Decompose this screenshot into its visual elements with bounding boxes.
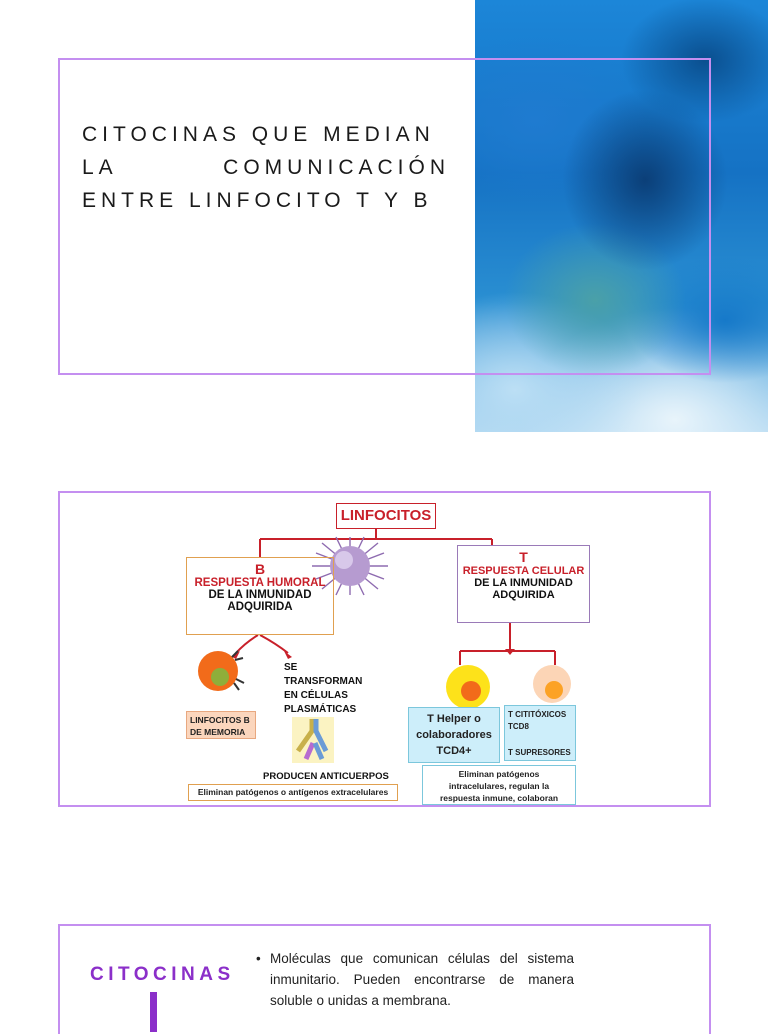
title-line-2: LA COMUNICACIÓN: [82, 151, 450, 184]
b-branch-box: B RESPUESTA HUMORAL DE LA INMUNIDAD ADQU…: [186, 557, 334, 635]
t-helper-cell-icon: [446, 665, 490, 709]
heading-accent-bar: [150, 992, 157, 1032]
title-line-2-a: LA: [82, 156, 118, 179]
b-transform-text: SE TRANSFORMAN EN CÉLULAS PLASMÁTICAS: [284, 661, 362, 717]
t-cyto-1: T CITITÓXICOS: [508, 710, 567, 719]
t-detail-2: ADQUIRIDA: [492, 589, 555, 601]
b-letter: B: [254, 561, 266, 577]
t-cyto-2: TCD8: [508, 722, 529, 731]
t-supp: T SUPRESORES: [508, 748, 571, 757]
b-cell-icon: [198, 650, 245, 691]
t-helper-box: T Helper o colaboradores TCD4+: [408, 707, 500, 763]
t-eliminate-2: intracelulares, regulan la: [448, 781, 550, 791]
b-transform-4: PLASMÁTICAS: [284, 704, 357, 715]
bullet-dot-icon: •: [256, 951, 261, 966]
b-subtitle: RESPUESTA HUMORAL: [194, 577, 326, 589]
title-frame: [58, 58, 711, 375]
b-eliminate-text: Eliminan patógenos o antígenos extracelu…: [197, 787, 389, 797]
b-transform-1: SE: [284, 662, 298, 673]
citocinas-frame: [58, 924, 711, 1034]
t-cytotoxic-box: T CITITÓXICOS TCD8 T SUPRESORES: [504, 705, 576, 761]
pathogen-icon: [312, 536, 388, 596]
b-detail-2: ADQUIRIDA: [227, 601, 293, 613]
t-detail-1: DE LA INMUNIDAD: [474, 577, 573, 589]
t-cytotoxic-cell-icon: [533, 665, 571, 703]
b-eliminate-box: Eliminan patógenos o antígenos extracelu…: [188, 784, 398, 801]
root-label: LINFOCITOS: [340, 507, 432, 524]
t-letter: T: [519, 549, 528, 565]
t-helper-2: colaboradores: [416, 729, 492, 741]
t-eliminate-box: Eliminan patógenos intracelulares, regul…: [422, 765, 576, 805]
watercolor-background: [475, 0, 768, 432]
b-memory-2: DE MEMORIA: [190, 727, 246, 737]
bullet-item: • Moléculas que comunican células del si…: [256, 948, 574, 1011]
b-memory-1: LINFOCITOS B: [190, 715, 250, 725]
b-detail-1: DE LA INMUNIDAD: [208, 589, 312, 601]
title-line-3: ENTRE LINFOCITO T Y B: [82, 189, 433, 212]
diagram-lines: [198, 529, 571, 763]
root-box: LINFOCITOS: [336, 503, 436, 529]
t-subtitle: RESPUESTA CELULAR: [462, 565, 585, 577]
title-line-1: CITOCINAS QUE MEDIAN: [82, 123, 435, 146]
antibody-icon: [292, 717, 334, 763]
t-helper-3: TCD4+: [436, 745, 472, 757]
b-transform-2: TRANSFORMAN: [284, 676, 363, 687]
b-memory-box: LINFOCITOS B DE MEMORIA: [186, 711, 256, 739]
t-helper-1: T Helper o: [427, 713, 481, 725]
bullet-text: Moléculas que comunican células del sist…: [270, 951, 574, 1008]
t-eliminate-3: respuesta inmune, colaboran: [439, 793, 559, 803]
b-transform-3: EN CÉLULAS: [284, 690, 348, 701]
t-branch-box: T RESPUESTA CELULAR DE LA INMUNIDAD ADQU…: [457, 545, 590, 623]
t-eliminate-1: Eliminan patógenos: [458, 769, 540, 779]
page-title: CITOCINAS QUE MEDIAN LA COMUNICACIÓN ENT…: [82, 118, 450, 217]
diagram-frame: LINFOCITOS B RESPUESTA HUMORAL DE LA INM…: [58, 491, 711, 807]
section-heading: CITOCINAS: [90, 964, 235, 985]
b-antibodies-label: PRODUCEN ANTICUERPOS: [263, 771, 389, 782]
title-line-2-b: COMUNICACIÓN: [223, 156, 450, 179]
